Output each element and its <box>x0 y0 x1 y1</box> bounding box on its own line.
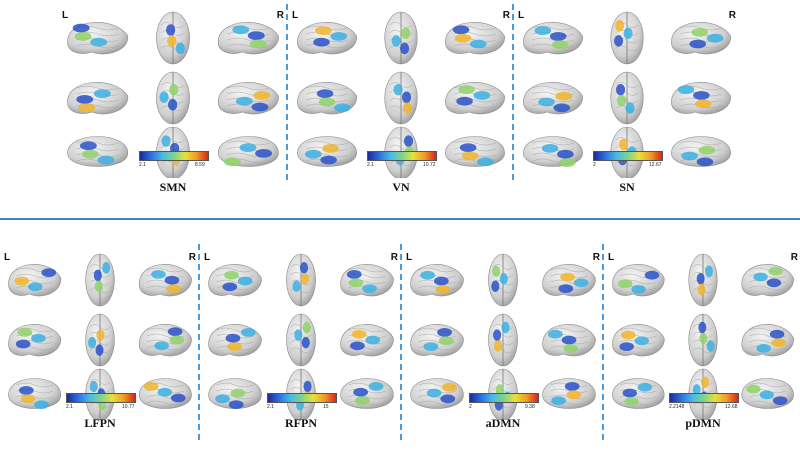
colorbar-min-label: 2 <box>469 404 472 410</box>
left-hemisphere-label: L <box>406 252 413 263</box>
colorbar <box>367 151 437 161</box>
brain-renderings <box>67 11 279 180</box>
colorbar-max-label: 12.68 <box>725 404 738 410</box>
colorbar-max-label: 9.38 <box>525 404 535 410</box>
panel-divider <box>286 4 288 180</box>
network-label: pDMN <box>685 416 721 430</box>
left-hemisphere-label: L <box>292 10 299 21</box>
colorbar-min-label: 2.1 <box>66 404 73 410</box>
network-label: SMN <box>159 180 187 194</box>
panel-divider <box>198 244 200 440</box>
network-panel-admn: L R 2 9.38 <box>404 250 602 450</box>
right-hemisphere-label: R <box>390 252 398 263</box>
right-hemisphere-label: R <box>592 252 600 263</box>
left-hemisphere-label: L <box>62 10 69 21</box>
network-label: aDMN <box>485 416 521 430</box>
row-divider <box>0 218 800 220</box>
colorbar-max-label: 8.59 <box>195 162 205 168</box>
left-hemisphere-label: L <box>204 252 211 263</box>
brain-renderings <box>8 253 192 422</box>
brain-renderings <box>410 253 596 422</box>
network-label: LFPN <box>84 416 116 430</box>
network-panel-lfpn: L R 2.1 10.77 <box>2 250 198 450</box>
network-panel-rfpn: L R 2.1 15 <box>202 250 400 450</box>
colorbar-min-label: 2 <box>593 162 596 168</box>
right-hemisphere-label: R <box>502 10 510 21</box>
colorbar <box>469 393 539 403</box>
colorbar-min-label: 2.1 <box>139 162 146 168</box>
colorbar <box>593 151 663 161</box>
colorbar <box>139 151 209 161</box>
network-panel-smn: L R 2.1 8.59 <box>60 8 286 208</box>
right-hemisphere-label: R <box>790 252 798 263</box>
brain-renderings <box>208 253 394 422</box>
network-panel-vn: L R 2.1 10.72 <box>290 8 512 208</box>
colorbar-max-label: 15 <box>323 404 329 410</box>
colorbar-min-label: 2.1 <box>267 404 274 410</box>
colorbar-min-label: 2.1 <box>367 162 374 168</box>
panel-divider <box>512 4 514 180</box>
colorbar <box>669 393 739 403</box>
network-label: SN <box>619 180 635 194</box>
panel-divider <box>602 244 604 440</box>
brain-renderings <box>297 11 505 180</box>
right-hemisphere-label: R <box>276 10 284 21</box>
left-hemisphere-label: L <box>518 10 525 21</box>
right-hemisphere-label: R <box>728 10 736 21</box>
colorbar-max-label: 10.72 <box>423 162 436 168</box>
colorbar <box>267 393 337 403</box>
network-label: RFPN <box>285 416 317 430</box>
colorbar-max-label: 10.77 <box>122 404 135 410</box>
left-hemisphere-label: L <box>4 252 11 263</box>
colorbar-max-label: 12.67 <box>649 162 662 168</box>
right-hemisphere-label: R <box>188 252 196 263</box>
network-panel-pdmn: L R 2.2148 12.68 <box>606 250 800 450</box>
colorbar <box>66 393 136 403</box>
network-panel-sn: L R 2 12.67 <box>516 8 738 208</box>
colorbar-min-label: 2.2148 <box>669 404 685 410</box>
panel-divider <box>400 244 402 440</box>
network-label: VN <box>392 180 410 194</box>
left-hemisphere-label: L <box>608 252 615 263</box>
